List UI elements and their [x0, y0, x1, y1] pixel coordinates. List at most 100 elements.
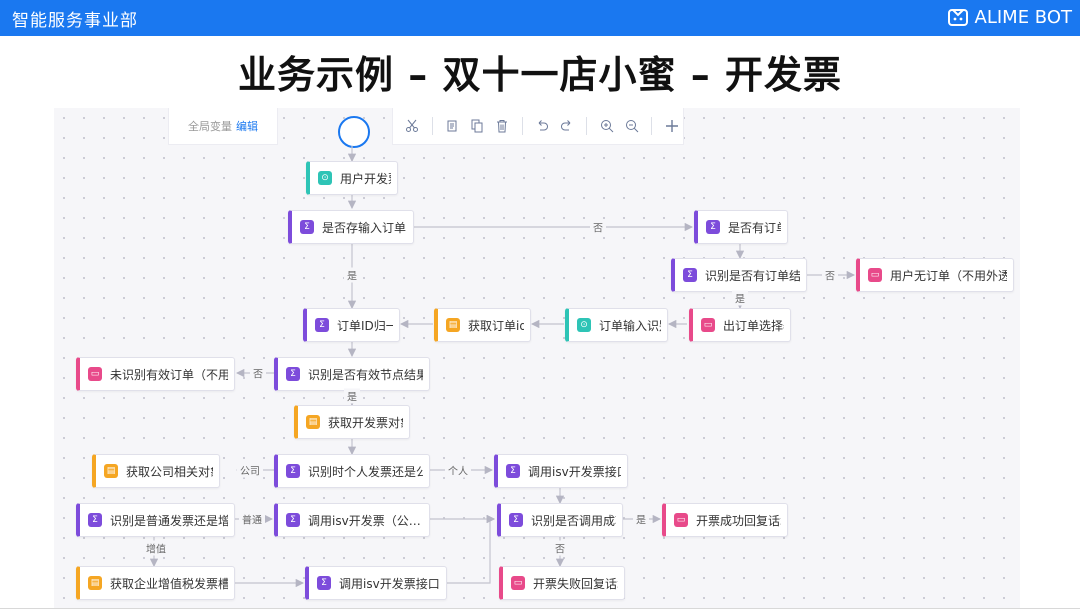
- alime-bot-logo-icon: [947, 9, 968, 26]
- node-label: 调用isv开发票接口: [528, 464, 621, 479]
- node-label: 识别时个人发票还是公…: [308, 464, 423, 479]
- node-label: 识别是否有订单结果: [705, 268, 800, 283]
- flow-node-order-input-recog[interactable]: ⊙ 订单输入识别: [565, 308, 668, 342]
- condition-icon: Σ: [286, 464, 300, 478]
- toolbar-divider: [586, 117, 588, 135]
- condition-icon: Σ: [286, 367, 300, 381]
- condition-icon: Σ: [509, 513, 523, 527]
- flow-node-call-isv-3[interactable]: Σ 调用isv开发票接口…: [305, 566, 447, 600]
- cut-icon[interactable]: [401, 114, 424, 138]
- zoom-out-icon[interactable]: [620, 114, 643, 138]
- flow-start-node[interactable]: [338, 116, 370, 148]
- flow-node-recog-valid-node[interactable]: Σ 识别是否有效节点结果…: [274, 357, 430, 391]
- paste-icon[interactable]: [466, 114, 489, 138]
- edit-global-variables-link[interactable]: 编辑: [236, 120, 258, 133]
- flow-node-recog-order-result[interactable]: Σ 识别是否有订单结果: [671, 258, 807, 292]
- redo-icon[interactable]: [555, 114, 578, 138]
- node-label: 调用isv开发票接口…: [339, 576, 440, 591]
- toolbar-divider: [521, 117, 523, 135]
- edge-label-no: 否: [822, 267, 838, 283]
- flow-node-success-reply[interactable]: ▭ 开票成功回复话术: [662, 503, 788, 537]
- node-label: 开票成功回复话术: [696, 513, 781, 528]
- zoom-in-icon[interactable]: [595, 114, 618, 138]
- edge-label-company: 公司: [237, 462, 263, 478]
- flow-node-user-no-order[interactable]: ▭ 用户无订单（不用外透…: [856, 258, 1014, 292]
- node-label: 订单输入识别: [599, 318, 661, 333]
- edge-label-personal: 个人: [445, 462, 471, 478]
- flow-node-recog-personal[interactable]: Σ 识别时个人发票还是公…: [274, 454, 430, 488]
- reply-icon: ▭: [701, 318, 715, 332]
- brand-name: ALIME BOT: [974, 6, 1072, 28]
- slide-bottom-rule: [0, 608, 1080, 609]
- edge-label-yes: 是: [633, 511, 649, 527]
- flow-node-call-isv-1[interactable]: Σ 调用isv开发票接口: [494, 454, 628, 488]
- edge-label-yes: 是: [344, 388, 360, 404]
- flow-node-fail-reply[interactable]: ▭ 开票失败回复话术: [499, 566, 625, 600]
- edge-label-no: 否: [590, 219, 606, 235]
- flow-node-call-isv-2[interactable]: Σ 调用isv开发票（公…: [274, 503, 430, 537]
- condition-icon: Σ: [683, 268, 697, 282]
- condition-icon: Σ: [286, 513, 300, 527]
- edge-label-vat: 增值: [143, 540, 169, 556]
- slide-title: 业务示例 – 双十一店小蜜 – 开发票: [238, 53, 842, 97]
- condition-icon: Σ: [506, 464, 520, 478]
- brand-logo-group: ALIME BOT: [947, 6, 1072, 28]
- condition-icon: Σ: [315, 318, 329, 332]
- condition-icon: Σ: [300, 220, 314, 234]
- toolbar-divider: [431, 117, 433, 135]
- reply-icon: ▭: [511, 576, 525, 590]
- condition-icon: Σ: [88, 513, 102, 527]
- node-label: 是否有订单: [728, 220, 781, 235]
- flow-node-has-order[interactable]: Σ 是否有订单: [694, 210, 788, 244]
- flow-node-orderid-unify[interactable]: Σ 订单ID归一: [303, 308, 400, 342]
- node-label: 开票失败回复话术: [533, 576, 618, 591]
- reply-icon: ▭: [88, 367, 102, 381]
- node-label: 是否存输入订单id: [322, 220, 407, 235]
- flow-editor-canvas[interactable]: 全局变量 编辑: [54, 108, 1020, 608]
- edge-label-normal: 普通: [239, 511, 265, 527]
- flow-node-recog-normal[interactable]: Σ 识别是普通发票还是增…: [76, 503, 235, 537]
- flow-node-order-selector[interactable]: ▭ 出订单选择器: [689, 308, 791, 342]
- edge-label-yes: 是: [344, 267, 360, 283]
- delete-icon[interactable]: [491, 114, 514, 138]
- node-label: 获取开发票对象: [328, 415, 403, 430]
- action-icon: ▤: [88, 576, 102, 590]
- node-label: 识别是否有效节点结果…: [308, 367, 423, 382]
- node-label: 用户无订单（不用外透…: [890, 268, 1007, 283]
- flow-node-get-company[interactable]: ▤ 获取公司相关对象: [92, 454, 220, 488]
- action-icon: ▤: [446, 318, 460, 332]
- node-label: 识别是普通发票还是增…: [110, 513, 228, 528]
- node-label: 用户开发票: [340, 171, 391, 186]
- top-banner: 智能服务事业部 ALIME BOT: [0, 0, 1080, 36]
- condition-icon: Σ: [706, 220, 720, 234]
- trigger-icon: ⊙: [318, 171, 332, 185]
- global-variables-label: 全局变量: [188, 120, 232, 133]
- flow-node-no-valid-order[interactable]: ▭ 未识别有效订单（不用…: [76, 357, 235, 391]
- action-icon: ▤: [306, 415, 320, 429]
- edge-label-no: 否: [250, 365, 266, 381]
- trigger-icon: ⊙: [577, 318, 591, 332]
- node-label: 获取企业增值税发票槽…: [110, 576, 228, 591]
- edge-label-yes: 是: [732, 290, 748, 306]
- flow-node-user-invoice[interactable]: ⊙ 用户开发票: [306, 161, 398, 195]
- node-label: 调用isv开发票（公…: [308, 513, 421, 528]
- node-label: 识别是否调用成功: [531, 513, 616, 528]
- department-name: 智能服务事业部: [12, 11, 138, 31]
- flow-node-get-vat[interactable]: ▤ 获取企业增值税发票槽…: [76, 566, 235, 600]
- node-label: 出订单选择器: [723, 318, 784, 333]
- toolbar-divider: [651, 117, 653, 135]
- condition-icon: Σ: [317, 576, 331, 590]
- reply-icon: ▭: [674, 513, 688, 527]
- action-icon: ▤: [104, 464, 118, 478]
- editor-toolbar: [392, 108, 684, 145]
- undo-icon[interactable]: [531, 114, 554, 138]
- copy-icon[interactable]: [441, 114, 464, 138]
- reply-icon: ▭: [868, 268, 882, 282]
- add-icon[interactable]: [660, 114, 683, 138]
- flow-node-get-invoice-target[interactable]: ▤ 获取开发票对象: [294, 405, 410, 439]
- flow-node-recog-call-success[interactable]: Σ 识别是否调用成功: [497, 503, 623, 537]
- flow-node-has-orderid[interactable]: Σ 是否存输入订单id: [288, 210, 414, 244]
- node-label: 获取公司相关对象: [126, 464, 213, 479]
- global-variables-panel: 全局变量 编辑: [168, 108, 278, 145]
- flow-node-get-orderid[interactable]: ▤ 获取订单id: [434, 308, 531, 342]
